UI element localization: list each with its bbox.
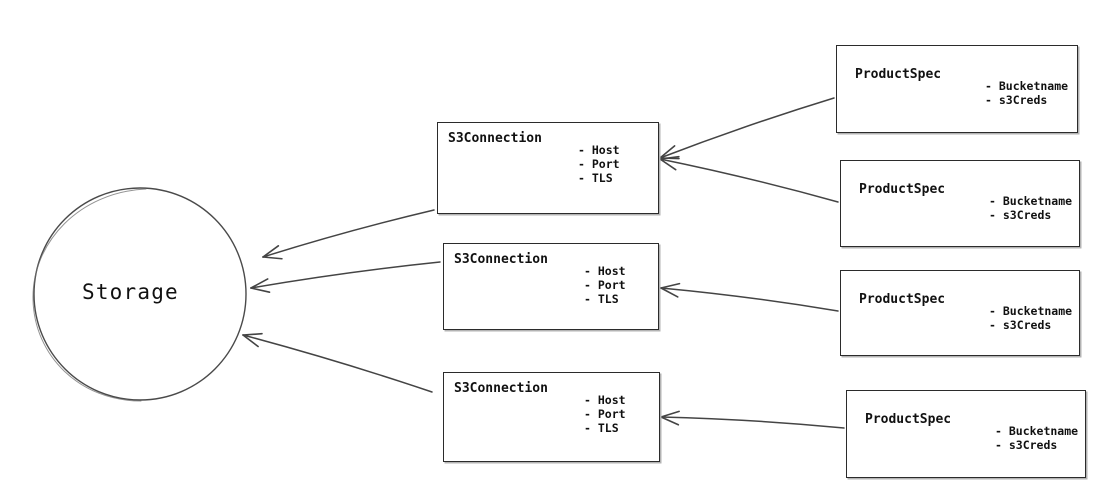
s3connection-attribute-list: - Host- Port- TLS [584, 393, 626, 435]
arrow-shaft [262, 209, 435, 258]
s3connection-attribute: - Port [584, 278, 626, 292]
arrow-connectors [242, 97, 845, 429]
arrow-head-stroke [250, 278, 269, 289]
s3connection-attribute: - Host [584, 393, 626, 407]
s3connection-title: S3Connection [454, 252, 548, 267]
productspec-title: ProductSpec [859, 182, 946, 197]
productspec-attribute: - Bucketname [985, 79, 1069, 93]
arrow-head-stroke [242, 332, 263, 336]
productspec-attribute-list: - Bucketname- s3Creds [985, 79, 1068, 107]
productspec-attribute: - Bucketname [989, 194, 1073, 208]
arrow-head-stroke [660, 287, 679, 298]
s3connection-attribute: - Port [584, 407, 626, 421]
arrow-head-stroke [659, 145, 676, 159]
productspec-attribute: - s3Creds [989, 318, 1052, 332]
s3connection-attribute-list: - Host- Port- TLS [578, 143, 620, 185]
arrow-head-stroke [262, 245, 280, 258]
arrow-conn1-to-storage [262, 209, 435, 260]
arrow-shaft [660, 287, 839, 312]
s3connection-box[interactable] [437, 122, 659, 214]
storage-label: Storage [82, 280, 179, 304]
arrow-conn2-to-storage [250, 261, 441, 294]
productspec-attribute: - s3Creds [989, 208, 1052, 222]
productspec-attribute: - Bucketname [995, 424, 1079, 438]
productspec-attribute-list: - Bucketname- s3Creds [995, 424, 1078, 452]
productspec-attribute-list: - Bucketname- s3Creds [989, 304, 1072, 332]
storage-circle-outline [33, 187, 247, 401]
arrow-spec2-to-conn1 [659, 155, 839, 203]
productspec-title: ProductSpec [865, 412, 952, 427]
productspec-title: ProductSpec [855, 67, 942, 82]
arrow-shaft [242, 334, 433, 393]
productspec-title: ProductSpec [859, 292, 946, 307]
arrow-shaft [659, 158, 839, 203]
s3connection-title: S3Connection [448, 131, 542, 146]
productspec-attribute: - s3Creds [985, 93, 1048, 107]
s3connection-title: S3Connection [454, 381, 548, 396]
arrow-shaft [660, 416, 845, 429]
arrow-head-stroke [660, 410, 680, 418]
arrow-shaft [250, 261, 441, 289]
s3connection-attribute: - TLS [584, 421, 619, 435]
s3connection-attribute: - Host [584, 264, 626, 278]
arrow-head-stroke [660, 282, 681, 289]
s3connection-attribute: - Host [578, 143, 620, 157]
productspec-attribute-list: - Bucketname- s3Creds [989, 194, 1072, 222]
arrow-spec3-to-conn2 [660, 282, 839, 312]
storage-circle[interactable] [32, 187, 247, 402]
arrow-head-stroke [659, 155, 680, 160]
s3connection-attribute: - Port [578, 157, 620, 171]
productspec-attribute: - s3Creds [995, 438, 1058, 452]
productspec-box[interactable] [840, 270, 1080, 356]
s3connection-box[interactable] [443, 372, 660, 462]
arrow-head-stroke [659, 158, 677, 171]
productspec-box[interactable] [846, 390, 1086, 478]
s3connection-box[interactable] [443, 243, 659, 330]
productspec-box[interactable] [840, 160, 1080, 247]
arrow-head-stroke [262, 256, 283, 260]
s3connection-attribute-list: - Host- Port- TLS [584, 264, 626, 306]
arrow-shaft [659, 97, 835, 159]
arrow-head-stroke [660, 416, 680, 426]
s3connection-attribute: - TLS [578, 171, 613, 185]
arrow-head-stroke [250, 287, 271, 294]
productspec-attribute: - Bucketname [989, 304, 1073, 318]
arrow-spec4-to-conn3 [660, 410, 845, 429]
productspec-box[interactable] [836, 45, 1078, 133]
storage-circle-sketch-overlay [32, 188, 147, 402]
s3connection-attribute: - TLS [584, 292, 619, 306]
arrow-conn3-to-storage [242, 332, 433, 393]
arrow-head-stroke [242, 334, 259, 348]
